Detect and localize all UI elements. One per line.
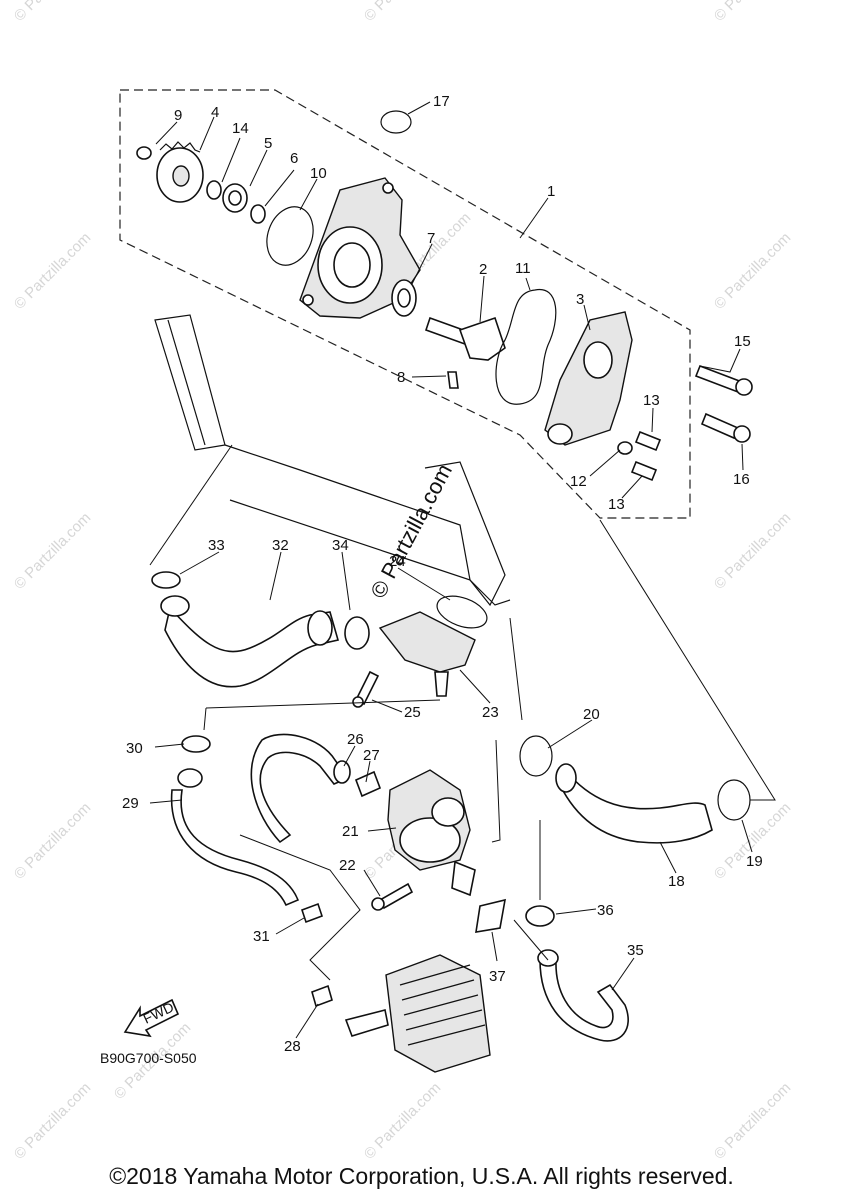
callout-6: 6	[290, 150, 298, 167]
callout-27: 27	[363, 747, 380, 764]
callout-10: 10	[310, 165, 327, 182]
callout-labels: 1 2 3 4 5 6 7 8 9 10 11 12 13 13 14 15 1…	[122, 93, 763, 1055]
watermark: © Partzilla.com	[711, 799, 794, 882]
leader-lines	[149, 101, 776, 1039]
callout-9: 9	[174, 107, 182, 124]
oil-cooler	[311, 954, 491, 1073]
watermark: © Partzilla.com	[11, 799, 94, 882]
callout-29: 29	[122, 795, 139, 812]
watermark: © Partzilla.com	[361, 0, 444, 25]
watermark: © Partzilla.com	[361, 1079, 444, 1162]
callout-19: 19	[746, 853, 763, 870]
radiator-outline	[154, 314, 511, 607]
callout-35: 35	[627, 942, 644, 959]
callout-15: 15	[734, 333, 751, 350]
callout-23: 23	[482, 704, 499, 721]
callout-32: 32	[272, 537, 289, 554]
callout-13a: 13	[643, 392, 660, 409]
callout-1: 1	[547, 183, 555, 200]
callout-34: 34	[332, 537, 349, 554]
callout-13b: 13	[608, 496, 625, 513]
watermark: © Partzilla.com	[11, 1079, 94, 1162]
pump-cover	[544, 311, 753, 482]
water-hoses-26-29	[170, 733, 351, 924]
callout-26: 26	[347, 731, 364, 748]
thermostat-cover	[352, 595, 488, 708]
callout-36: 36	[597, 902, 614, 919]
callout-22: 22	[339, 857, 356, 874]
callout-12: 12	[570, 473, 587, 490]
callout-11: 11	[515, 260, 531, 277]
thermostat-housing-21	[354, 769, 507, 933]
water-hose-35	[525, 905, 629, 1042]
callout-28: 28	[284, 1038, 301, 1055]
callout-5: 5	[264, 135, 272, 152]
callout-17: 17	[433, 93, 450, 110]
radiator-hose-32	[151, 571, 370, 688]
radiator-hose-18	[519, 735, 751, 844]
callout-3: 3	[576, 291, 584, 308]
callout-18: 18	[668, 873, 685, 890]
center-watermark: © Partzilla.com	[365, 460, 457, 603]
callout-7: 7	[427, 230, 435, 247]
callout-2: 2	[479, 261, 487, 278]
watermark: © Partzilla.com	[711, 509, 794, 592]
callout-21: 21	[342, 823, 359, 840]
callout-25: 25	[404, 704, 421, 721]
callout-14: 14	[232, 120, 249, 137]
impeller-assembly	[424, 289, 557, 405]
callout-24: 24	[389, 553, 406, 570]
callout-4: 4	[211, 104, 219, 121]
callout-8: 8	[397, 369, 405, 386]
diagram-code: B90G700-S050	[100, 1050, 197, 1066]
watermark: © Partzilla.com	[11, 0, 94, 25]
watermark: © Partzilla.com	[711, 1079, 794, 1162]
watermark: © Partzilla.com	[11, 229, 94, 312]
watermark: © Partzilla.com	[11, 509, 94, 592]
callout-16: 16	[733, 471, 750, 488]
callout-37: 37	[489, 968, 506, 985]
copyright-notice: ©2018 Yamaha Motor Corporation, U.S.A. A…	[109, 1163, 734, 1189]
pump-drive-gear	[136, 141, 314, 266]
watermark: © Partzilla.com	[711, 229, 794, 312]
callout-30: 30	[126, 740, 143, 757]
callout-33: 33	[208, 537, 225, 554]
watermark: © Partzilla.com	[711, 0, 794, 25]
pump-housing	[299, 110, 421, 319]
callout-20: 20	[583, 706, 600, 723]
callout-31: 31	[253, 928, 270, 945]
